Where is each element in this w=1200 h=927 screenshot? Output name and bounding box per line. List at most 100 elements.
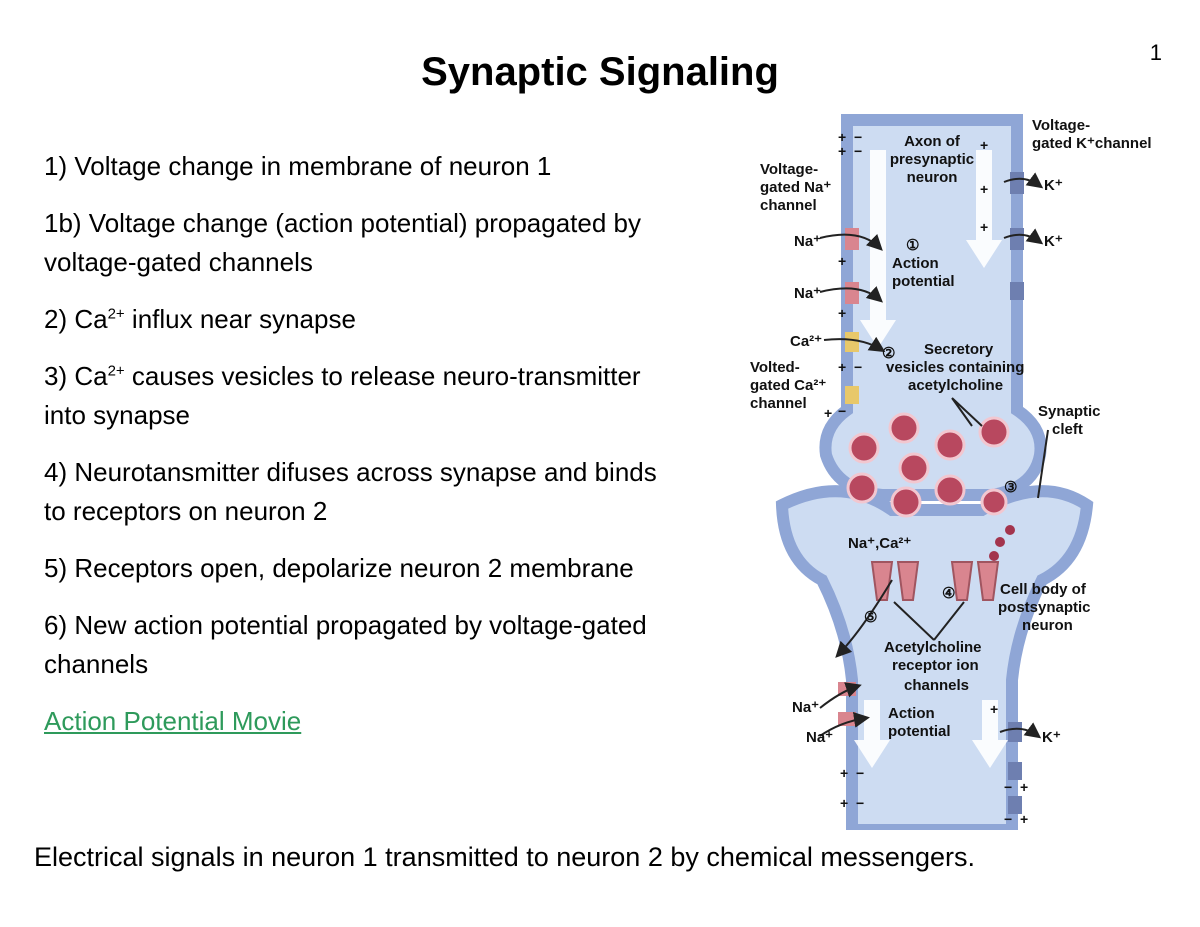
slide-title: Synaptic Signaling (421, 50, 779, 94)
synapse-diagram: + − + − + + + + + + − + − + + − + − − + … (750, 114, 1152, 830)
ion-label-k: K⁺ (1044, 233, 1063, 250)
na-channel-label: gated Na⁺ (760, 179, 831, 196)
vesicle (888, 412, 920, 444)
cell-body-label: postsynaptic (998, 599, 1091, 616)
step-1b-text: 1b) Voltage change (action potential) pr… (44, 208, 641, 277)
step-3-text-end: causes vesicles to release neuro-transmi… (44, 361, 641, 430)
charge-sign: + (980, 219, 988, 235)
vesicles-label: acetylcholine (908, 377, 1003, 394)
na-influx-arrow (819, 233, 883, 251)
charge-sign: + (990, 701, 998, 717)
transmitter-dot (989, 551, 999, 561)
vesicle (934, 474, 966, 506)
step-1b: 1b) Voltage change (action potential) pr… (44, 204, 684, 282)
vesicle (848, 432, 880, 464)
vesicle (890, 486, 922, 518)
na-channel (845, 228, 859, 250)
step-2: 2) Ca2+ influx near synapse (44, 300, 684, 339)
charge-sign: − (1004, 779, 1012, 795)
ion-label-na: Na⁺ (792, 699, 819, 716)
step-3: 3) Ca2+ causes vesicles to release neuro… (44, 357, 684, 435)
ca-influx-arrow (823, 336, 886, 353)
action-potential-label: Action (892, 255, 939, 272)
ion-flow-arrow (835, 579, 893, 658)
vesicle (980, 488, 1008, 516)
leader-line (893, 601, 965, 641)
charge-sign: + (838, 305, 846, 321)
step-marker-3: ③ (1004, 479, 1017, 496)
na-influx-arrow (819, 682, 862, 709)
charge-sign: + (838, 129, 846, 145)
receptor-label: Acetylcholine (884, 639, 982, 656)
action-potential-movie-link[interactable]: Action Potential Movie (44, 706, 302, 736)
acetylcholine-receptor-channel (950, 561, 1000, 601)
action-potential-label: Action (888, 705, 935, 722)
cell-body-label: Cell body of (1000, 581, 1087, 598)
na-channel (838, 712, 856, 726)
step-5-text: 5) Receptors open, depolarize neuron 2 m… (44, 553, 634, 583)
axon-label: Axon of (904, 133, 961, 150)
step-marker-2: ② (882, 345, 895, 362)
charge-sign: + (1020, 811, 1028, 827)
page-number: 1 (1149, 40, 1162, 65)
charge-sign: − (856, 795, 864, 811)
membrane-charges: + − + − + + + + + + − + − + + − + − − + … (824, 129, 1028, 827)
footer-caption: Electrical signals in neuron 1 transmitt… (34, 842, 975, 872)
synaptic-cleft-label: Synaptic (1038, 403, 1101, 420)
leader-line (1037, 429, 1049, 499)
movie-link-row: Action Potential Movie (44, 702, 684, 741)
k-channel (1008, 796, 1022, 814)
action-potential-label: potential (892, 273, 955, 290)
k-channel-label: Voltage- (1032, 117, 1090, 134)
charge-sign: + (838, 253, 846, 269)
leader-line (951, 397, 983, 427)
ion-arrows (819, 172, 1049, 739)
step-marker-4: ④ (942, 585, 955, 602)
step-4: 4) Neurotansmitter difuses across synaps… (44, 453, 684, 531)
vesicles-label: vesicles containing (886, 359, 1024, 376)
synaptic-vesicles (846, 412, 1010, 518)
flow-arrow (972, 700, 1008, 768)
vesicle (898, 452, 930, 484)
charge-sign: + (980, 137, 988, 153)
k-efflux-arrow (1003, 228, 1044, 245)
ion-label-k: K⁺ (1042, 729, 1061, 746)
acetylcholine-receptor-channel (870, 561, 920, 601)
step-1-text: 1) Voltage change in membrane of neuron … (44, 151, 552, 181)
synaptic-cleft-label: cleft (1052, 421, 1083, 438)
transmitter-dot (1005, 525, 1015, 535)
k-efflux-arrow (999, 722, 1042, 739)
step-marker-1: ① (906, 237, 919, 254)
charge-sign: + (838, 359, 846, 375)
ca-channel-label: channel (750, 395, 807, 412)
step-4-text: 4) Neurotansmitter difuses across synaps… (44, 457, 657, 526)
cell-body-label: neuron (1022, 617, 1073, 634)
na-channel-label: channel (760, 197, 817, 214)
k-channel-label: gated K⁺channel (1032, 135, 1152, 152)
vesicle (934, 429, 966, 461)
step-2-text: 2) Ca (44, 304, 108, 334)
k-efflux-arrow (1003, 172, 1044, 189)
step-list: 1) Voltage change in membrane of neuron … (44, 147, 684, 759)
transmitter-dot (995, 537, 1005, 547)
ion-label-na: Na⁺ (806, 729, 833, 746)
receptor-label: receptor ion (892, 657, 979, 674)
charge-sign: − (1004, 811, 1012, 827)
step-1: 1) Voltage change in membrane of neuron … (44, 147, 684, 186)
charge-sign: − (856, 765, 864, 781)
k-channel (1010, 228, 1024, 250)
charge-sign: + (1020, 779, 1028, 795)
flow-arrow (854, 700, 890, 768)
na-influx-arrow (819, 711, 870, 737)
ca-channel (845, 386, 859, 404)
charge-sign: + (980, 181, 988, 197)
step-5: 5) Receptors open, depolarize neuron 2 m… (44, 549, 684, 588)
k-channel (1010, 172, 1024, 194)
na-channel-label: Voltage- (760, 161, 818, 178)
charge-sign: − (838, 403, 846, 419)
vesicle (846, 472, 878, 504)
receptor-label: channels (904, 677, 969, 694)
ion-label-na: Na⁺ (794, 233, 821, 250)
step-2-superscript: 2+ (107, 305, 125, 323)
vesicle (978, 416, 1010, 448)
